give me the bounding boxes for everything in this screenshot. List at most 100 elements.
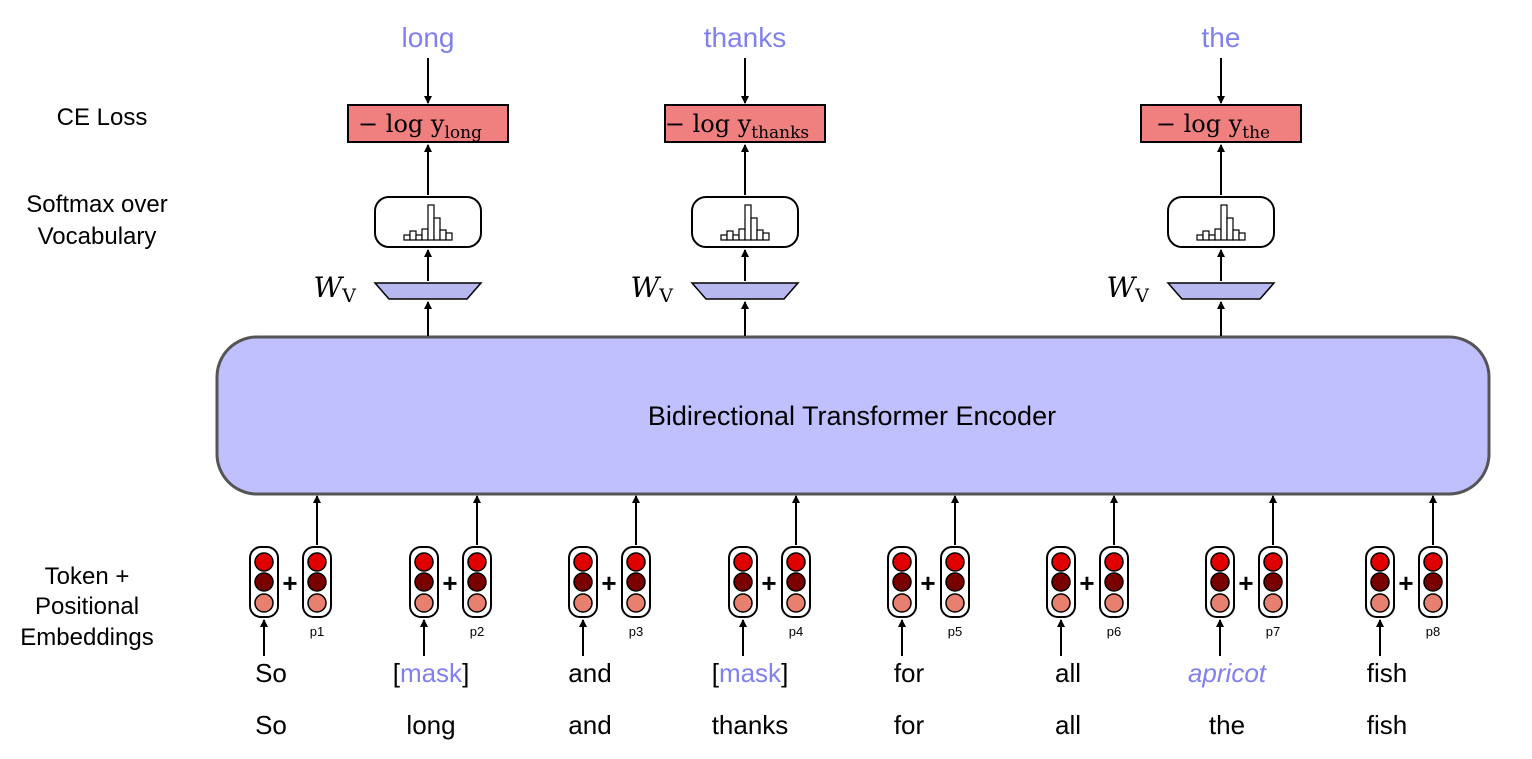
histogram-bar-icon <box>439 229 447 241</box>
plus-sign: + <box>1398 568 1413 598</box>
plus-sign: + <box>761 568 776 598</box>
histogram-bar-icon <box>1208 234 1216 241</box>
loss-prefix: − log y <box>1156 110 1243 138</box>
embedding-dot <box>1370 593 1390 613</box>
embedding-dot <box>1051 552 1071 572</box>
histogram-bar-icon <box>720 234 728 241</box>
embedding-dot <box>1051 572 1071 592</box>
plus-sign: + <box>1238 568 1253 598</box>
mask-token: mask <box>400 658 463 688</box>
histogram-bar-icon <box>1214 228 1222 241</box>
embedding-dot <box>414 572 434 592</box>
embedding-dot <box>573 593 593 613</box>
original-token: and <box>568 710 611 740</box>
embeddings-label-line1: Token + <box>45 563 130 590</box>
embedding-dot <box>254 593 274 613</box>
input-token: fish <box>1367 658 1407 688</box>
plus-sign: + <box>920 568 935 598</box>
input-word: fish <box>1367 658 1407 688</box>
histogram-bar-icon <box>409 230 417 241</box>
input-token: [mask] <box>393 658 470 688</box>
weight-matrix-shape <box>1166 282 1276 300</box>
embedding-dot <box>733 552 753 572</box>
embedding-dot <box>626 572 646 592</box>
position-label: p8 <box>1426 624 1440 639</box>
target-word: thanks <box>704 22 787 53</box>
original-token: fish <box>1367 710 1407 740</box>
histogram-bar-icon <box>732 234 740 241</box>
histogram-bar-icon <box>762 232 770 241</box>
histogram-bar-icon <box>726 230 734 241</box>
original-token: So <box>255 710 287 740</box>
input-token: and <box>568 658 611 688</box>
histogram-bar-icon <box>433 217 441 241</box>
embedding-dot <box>467 572 487 592</box>
embedding-dot <box>307 572 327 592</box>
weight-subscript: V <box>341 285 356 307</box>
histogram-bar-icon <box>403 234 411 241</box>
embedding-dot <box>467 552 487 572</box>
loss-formula: − log ythe <box>1156 110 1270 143</box>
histogram-bar-icon <box>744 204 752 241</box>
embedding-dot <box>733 593 753 613</box>
token-columns: +p1SoSo+p2[mask]long+p3andand+p4[mask]th… <box>249 495 1448 740</box>
plus-sign: + <box>1079 568 1094 598</box>
embedding-dot <box>1210 572 1230 592</box>
histogram-bar-icon <box>1232 229 1240 241</box>
original-token: the <box>1209 710 1245 740</box>
softmax-label-line1: Softmax over <box>26 191 167 218</box>
position-label: p2 <box>470 624 484 639</box>
loss-subscript: long <box>444 123 482 143</box>
position-label: p7 <box>1266 624 1280 639</box>
weight-matrix-shape <box>373 282 483 300</box>
mask-bracket-open: [ <box>712 658 720 688</box>
softmax-label-line2: Vocabulary <box>38 223 157 250</box>
embedding-dot <box>945 593 965 613</box>
histogram-bar-icon <box>1226 217 1234 241</box>
embedding-dot <box>467 593 487 613</box>
embedding-dot <box>414 552 434 572</box>
mask-bracket-close: ] <box>781 658 788 688</box>
weight-letter: W <box>630 271 661 304</box>
encoder-label: Bidirectional Transformer Encoder <box>648 401 1056 431</box>
token-column: + p8 fish fish <box>1365 495 1448 740</box>
embedding-dot <box>892 593 912 613</box>
loss-formula: − log ylong <box>358 110 482 143</box>
loss-subscript: the <box>1242 123 1270 143</box>
loss-subscript: thanks <box>751 123 809 143</box>
target-word: long <box>402 22 455 53</box>
embedding-dot <box>626 552 646 572</box>
weight-label: WV <box>313 271 356 307</box>
embedding-dot <box>254 572 274 592</box>
histogram-bar-icon <box>1238 232 1246 241</box>
histogram-bar-icon <box>750 217 758 241</box>
original-token: for <box>894 710 925 740</box>
target-word: the <box>1202 22 1241 53</box>
input-word: for <box>894 658 925 688</box>
embedding-dot <box>1104 552 1124 572</box>
embedding-dot <box>254 552 274 572</box>
mask-token: mask <box>719 658 782 688</box>
embedding-dot <box>307 593 327 613</box>
embedding-dot <box>945 552 965 572</box>
histogram-bar-icon <box>738 228 746 241</box>
original-token: thanks <box>712 710 789 740</box>
histogram-bar-icon <box>1220 204 1228 241</box>
embedding-dot <box>1423 572 1443 592</box>
position-label: p5 <box>948 624 962 639</box>
histogram-bar-icon <box>415 234 423 241</box>
original-token: long <box>406 710 455 740</box>
weight-label: WV <box>1106 271 1149 307</box>
embedding-dot <box>573 552 593 572</box>
embedding-dot <box>573 572 593 592</box>
input-token: [mask] <box>712 658 789 688</box>
histogram-bar-icon <box>421 228 429 241</box>
input-word: all <box>1055 658 1081 688</box>
embedding-dot <box>1370 552 1390 572</box>
